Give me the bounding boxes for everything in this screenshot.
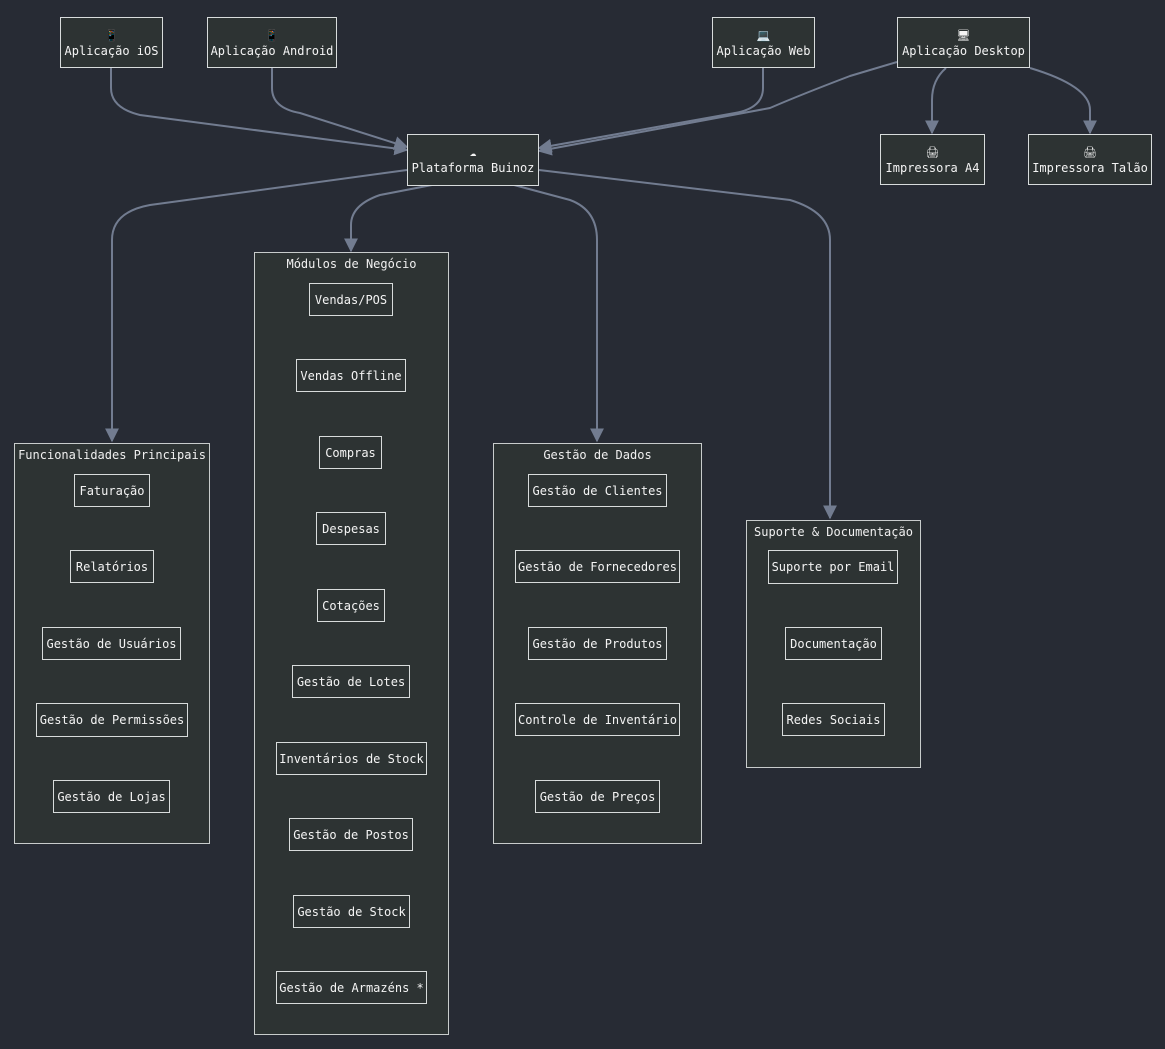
node-inventarios-stock[interactable]: Inventários de Stock bbox=[276, 742, 427, 775]
printer-a4-node[interactable]: 🖨 Impressora A4 bbox=[880, 134, 985, 185]
node-gestao-lojas[interactable]: Gestão de Lojas bbox=[53, 780, 170, 813]
printer-talao-label: Impressora Talão bbox=[1032, 160, 1148, 175]
platform-node[interactable]: ☁ Plataforma Buinoz bbox=[407, 134, 539, 186]
mobile-phone-icon: 📱 bbox=[104, 28, 119, 42]
node-redes-sociais[interactable]: Redes Sociais bbox=[782, 703, 885, 736]
edge-desktop-to-printer-a4 bbox=[925, 67, 947, 135]
laptop-icon: 💻 bbox=[756, 28, 771, 42]
cluster-title: Suporte & Documentação bbox=[754, 525, 913, 539]
edge-platform-to-funcionalidades bbox=[105, 169, 408, 443]
edge-platform-to-modulos bbox=[344, 184, 433, 253]
cloud-icon: ☁ bbox=[469, 146, 477, 159]
node-cotacoes[interactable]: Cotações bbox=[317, 589, 385, 622]
edge-desktop-to-printer-talao bbox=[1029, 67, 1097, 135]
printer-icon: 🖨 bbox=[925, 145, 940, 159]
client-ios-node[interactable]: 📱 Aplicação iOS bbox=[60, 17, 163, 68]
node-faturacao[interactable]: Faturação bbox=[74, 474, 150, 507]
cluster-title: Funcionalidades Principais bbox=[18, 448, 206, 462]
node-gestao-permissoes[interactable]: Gestão de Permissões bbox=[36, 703, 188, 737]
node-gestao-lotes[interactable]: Gestão de Lotes bbox=[292, 665, 410, 698]
printer-talao-node[interactable]: 🖨 Impressora Talão bbox=[1028, 134, 1152, 185]
cluster-title: Gestão de Dados bbox=[543, 448, 652, 462]
node-gestao-usuarios[interactable]: Gestão de Usuários bbox=[42, 627, 181, 660]
node-gestao-postos[interactable]: Gestão de Postos bbox=[289, 818, 413, 851]
client-desktop-label: Aplicação Desktop bbox=[902, 43, 1025, 58]
node-vendas-offline[interactable]: Vendas Offline bbox=[296, 359, 406, 392]
node-vendas-pos[interactable]: Vendas/POS bbox=[309, 283, 393, 316]
node-despesas[interactable]: Despesas bbox=[316, 512, 386, 545]
node-gestao-clientes[interactable]: Gestão de Clientes bbox=[528, 474, 667, 507]
node-gestao-precos[interactable]: Gestão de Preços bbox=[535, 780, 660, 813]
edge-android-to-platform bbox=[271, 68, 409, 150]
edge-ios-to-platform bbox=[110, 68, 409, 156]
node-gestao-armazens[interactable]: Gestão de Armazéns * bbox=[276, 971, 427, 1004]
edge-platform-to-dados bbox=[513, 184, 604, 443]
platform-label: Plataforma Buinoz bbox=[411, 161, 535, 175]
client-web-label: Aplicação Web bbox=[716, 43, 811, 58]
node-controle-inventario[interactable]: Controle de Inventário bbox=[515, 703, 680, 736]
client-web-node[interactable]: 💻 Aplicação Web bbox=[712, 17, 815, 68]
client-android-node[interactable]: 📱 Aplicação Android bbox=[207, 17, 337, 68]
node-documentacao[interactable]: Documentação bbox=[785, 627, 882, 660]
client-ios-label: Aplicação iOS bbox=[64, 43, 159, 58]
node-gestao-produtos[interactable]: Gestão de Produtos bbox=[528, 627, 667, 660]
cluster-title: Módulos de Negócio bbox=[286, 257, 417, 271]
node-gestao-fornecedores[interactable]: Gestão de Fornecedores bbox=[515, 550, 680, 583]
node-relatorios[interactable]: Relatórios bbox=[70, 550, 154, 583]
edge-platform-to-suporte bbox=[538, 169, 837, 520]
desktop-computer-icon: 🖥 bbox=[956, 28, 971, 42]
node-suporte-email[interactable]: Suporte por Email bbox=[768, 550, 898, 584]
printer-a4-label: Impressora A4 bbox=[885, 160, 980, 175]
client-android-label: Aplicação Android bbox=[210, 43, 334, 58]
client-desktop-node[interactable]: 🖥 Aplicação Desktop bbox=[897, 17, 1030, 68]
edge-web-to-platform bbox=[537, 68, 764, 153]
edge-desktop-to-platform bbox=[537, 61, 898, 156]
printer-icon: 🖨 bbox=[1083, 145, 1097, 159]
node-gestao-stock[interactable]: Gestão de Stock bbox=[293, 895, 410, 928]
mobile-phone-icon: 📱 bbox=[265, 28, 279, 42]
node-compras[interactable]: Compras bbox=[319, 436, 382, 469]
